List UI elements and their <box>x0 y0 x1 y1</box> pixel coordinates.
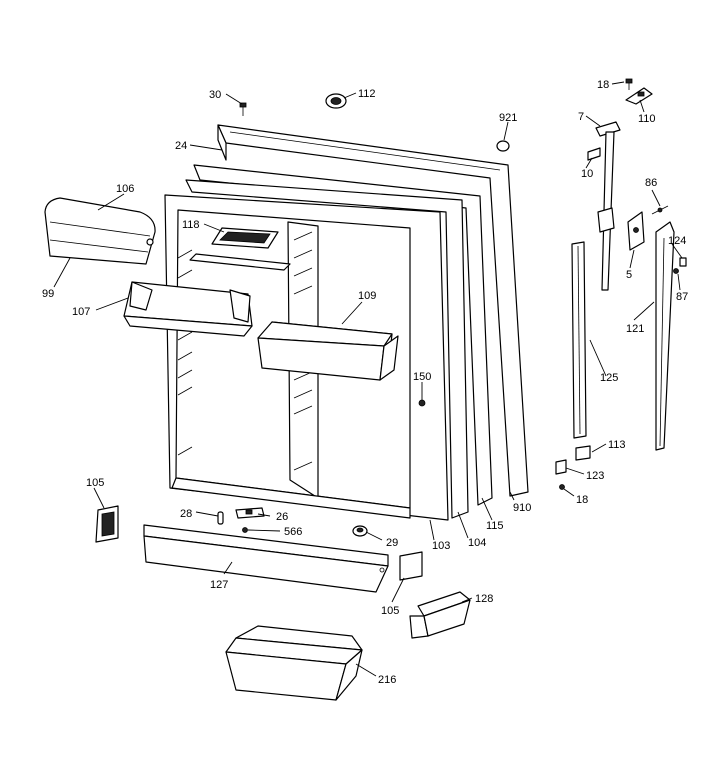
label-18-bottom: 18 <box>576 494 588 506</box>
label-104: 104 <box>468 537 486 549</box>
leader-lines <box>53 81 683 677</box>
pin-86 <box>651 205 669 215</box>
screw-18-top <box>625 78 633 90</box>
label-5: 5 <box>626 269 632 281</box>
screw-28 <box>217 511 224 525</box>
cap-921 <box>496 140 510 152</box>
part-labels: 30 112 921 24 106 118 99 107 109 150 105… <box>42 79 688 686</box>
cap-113 <box>575 445 591 461</box>
bracket-105-right <box>399 551 423 581</box>
screw-124 <box>679 257 687 267</box>
label-115: 115 <box>486 520 504 532</box>
bushing-10 <box>587 147 601 161</box>
cam-5 <box>627 211 645 251</box>
door-liner-back <box>185 179 469 519</box>
bracket-105-left <box>95 505 119 543</box>
label-112: 112 <box>358 88 376 100</box>
label-29: 29 <box>386 537 398 549</box>
label-107: 107 <box>72 306 90 318</box>
bin-216 <box>225 625 363 701</box>
label-106: 106 <box>116 183 134 195</box>
trim-125 <box>571 241 587 439</box>
label-24: 24 <box>175 140 187 152</box>
door-bin <box>257 321 399 381</box>
label-566: 566 <box>284 526 302 538</box>
door-outer-panel <box>217 124 529 497</box>
label-127: 127 <box>210 579 228 591</box>
screw-87 <box>673 268 679 274</box>
bin-128 <box>409 591 471 639</box>
screw-18-bottom <box>559 484 565 490</box>
label-99: 99 <box>42 288 54 300</box>
clip-123 <box>555 459 567 475</box>
door-shelf-upper <box>123 281 253 337</box>
dairy-door <box>44 197 156 265</box>
label-109: 109 <box>358 290 376 302</box>
screw-30 <box>239 102 247 116</box>
label-103: 103 <box>432 540 450 552</box>
label-123: 123 <box>586 470 604 482</box>
hinge-cover-110 <box>625 87 653 105</box>
label-30: 30 <box>209 89 221 101</box>
cap-29 <box>352 525 368 537</box>
label-216: 216 <box>378 674 396 686</box>
screw-566 <box>242 527 248 533</box>
label-921: 921 <box>499 112 517 124</box>
label-28: 28 <box>180 508 192 520</box>
fastener-150 <box>418 399 426 407</box>
label-113: 113 <box>608 439 626 451</box>
clip-26 <box>235 507 265 519</box>
label-105-left: 105 <box>86 477 104 489</box>
label-87: 87 <box>676 291 688 303</box>
dairy-compartment <box>189 227 291 271</box>
label-26: 26 <box>276 511 288 523</box>
hinge-7 <box>595 121 621 291</box>
label-7: 7 <box>578 111 584 123</box>
label-18-top: 18 <box>597 79 609 91</box>
label-150: 150 <box>413 371 431 383</box>
label-118: 118 <box>182 219 200 231</box>
label-86: 86 <box>645 177 657 189</box>
label-128: 128 <box>475 593 493 605</box>
label-910: 910 <box>513 502 531 514</box>
door-gasket <box>193 164 493 506</box>
label-105-right: 105 <box>381 605 399 617</box>
label-121: 121 <box>626 323 644 335</box>
handle-121 <box>655 221 675 451</box>
label-125: 125 <box>600 372 618 384</box>
label-124: 124 <box>668 235 686 247</box>
label-110: 110 <box>638 113 656 125</box>
plug-112 <box>325 93 347 109</box>
toe-grille-127 <box>143 524 389 593</box>
label-10: 10 <box>581 168 593 180</box>
